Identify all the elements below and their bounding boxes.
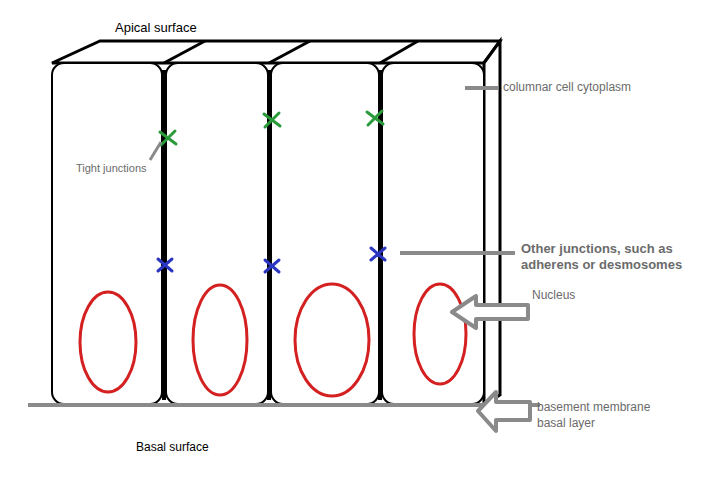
adherens-junction [158, 248, 385, 272]
cell-boundary [162, 70, 166, 400]
nucleus [295, 284, 369, 396]
basement-membrane [28, 403, 540, 407]
columnar-cell [52, 63, 162, 404]
part-label: Other junctions, such as adherens or des… [521, 241, 701, 272]
leader-line [465, 86, 498, 90]
tight-junction [160, 111, 383, 145]
apical-divider [380, 41, 418, 63]
side-face [484, 41, 500, 405]
leader-line [150, 142, 161, 160]
columnar-cell [166, 63, 268, 404]
nucleus [193, 285, 247, 395]
surface-label: Apical surface [115, 20, 197, 36]
part-label: Tight junctions [76, 162, 147, 175]
pointer-arrow [478, 392, 530, 431]
apical-divider [164, 41, 205, 63]
part-label: columnar cell cytoplasm [503, 80, 631, 94]
nucleus [414, 284, 466, 384]
apical-divider [269, 41, 310, 63]
part-label: Nucleus [532, 288, 575, 302]
nucleus [80, 292, 136, 392]
part-label: basement membrane [537, 400, 650, 414]
columnar-cell [271, 63, 379, 404]
part-label: basal layer [537, 416, 595, 430]
apical-face [52, 41, 500, 63]
leader-line [400, 251, 515, 255]
columnar-cell [382, 63, 484, 404]
surface-label: Basal surface [136, 440, 209, 454]
pointer-arrow [452, 296, 528, 328]
